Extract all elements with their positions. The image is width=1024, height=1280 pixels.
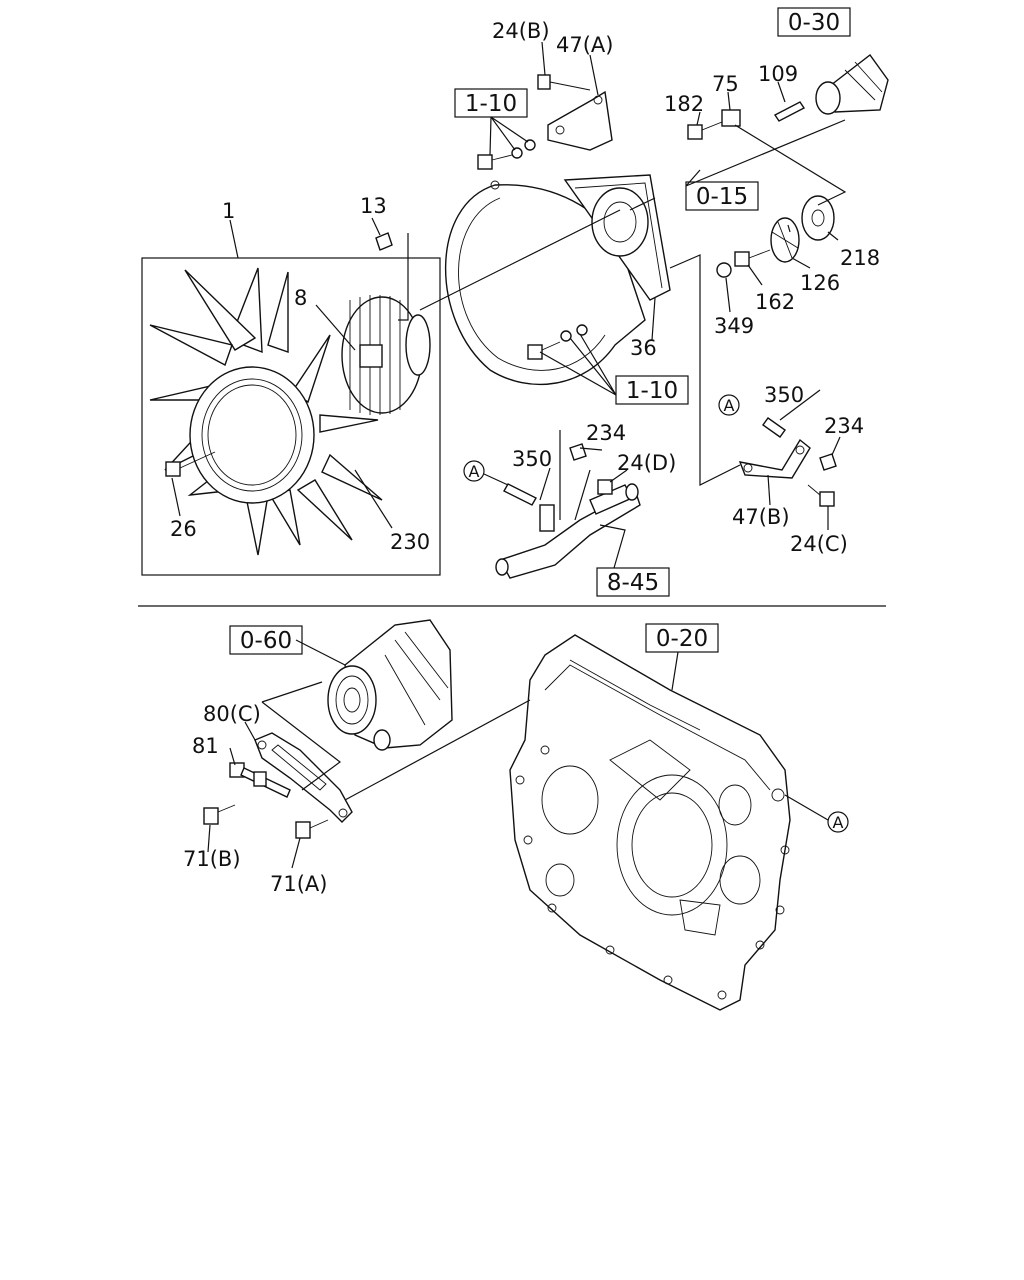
label-349: 349 — [714, 314, 754, 338]
timing-gear-case — [509, 634, 791, 1011]
bracket-47b — [738, 438, 811, 479]
idler-pulley-218 — [801, 195, 835, 241]
bolt-162 — [734, 251, 750, 267]
ref-8-45-text: 8-45 — [607, 570, 659, 596]
tensioner-pulley-126 — [770, 217, 800, 263]
label-71b: 71(B) — [183, 847, 241, 871]
label-1: 1 — [222, 199, 235, 223]
bolt-81 — [229, 762, 291, 798]
marker-a-right: A — [718, 394, 740, 416]
bolt-26 — [165, 451, 216, 477]
bolt-24d — [597, 479, 613, 495]
label-81: 81 — [192, 734, 219, 758]
marker-a-mid: A — [463, 460, 509, 486]
label-24d: 24(D) — [617, 451, 676, 475]
label-71a: 71(A) — [270, 872, 327, 896]
water-pump — [815, 54, 889, 115]
fan-pulley — [591, 187, 649, 257]
bolt-71b — [203, 804, 236, 825]
label-80c: 80(C) — [203, 702, 261, 726]
label-109: 109 — [758, 62, 798, 86]
ref-0-20-text: 0-20 — [656, 626, 708, 652]
label-8: 8 — [294, 286, 307, 310]
stud-350-mid — [503, 483, 537, 506]
leader-lines-upper — [171, 41, 847, 569]
cooling-fan — [149, 267, 383, 556]
marker-a-lower: A — [827, 811, 849, 833]
bracket-47a — [547, 90, 613, 151]
label-13: 13 — [360, 194, 387, 218]
bolts-top — [477, 139, 536, 170]
fan-clutch — [341, 295, 431, 415]
spacer-75 — [721, 109, 741, 127]
label-182: 182 — [664, 92, 704, 116]
label-234-right: 234 — [824, 414, 864, 438]
stud-109 — [773, 101, 806, 122]
bolt-24c — [819, 491, 835, 507]
label-218: 218 — [840, 246, 880, 270]
ref-box-0-60: 0-60 — [229, 625, 303, 655]
label-350-mid: 350 — [512, 447, 552, 471]
ref-box-1-10-mid: 1-10 — [615, 375, 689, 405]
leader-lines-lower — [207, 639, 829, 869]
water-pipe-8-45 — [495, 483, 641, 579]
nut-234-mid — [569, 443, 587, 461]
ref-box-0-20: 0-20 — [645, 623, 719, 653]
adjusting-plate-80c — [254, 732, 353, 823]
label-162: 162 — [755, 290, 795, 314]
nut-234-right — [819, 453, 837, 471]
bolt-24b — [537, 74, 591, 91]
bolt-71a — [295, 819, 329, 839]
fan-assembly-frame — [141, 257, 441, 576]
bolts-mid — [527, 324, 588, 360]
alternator — [327, 619, 453, 751]
washer-349 — [716, 262, 732, 278]
ref-0-30-text: 0-30 — [788, 10, 840, 36]
ref-1-10-mid-text: 1-10 — [626, 378, 678, 404]
label-47a: 47(A) — [556, 33, 613, 57]
label-26: 26 — [170, 517, 197, 541]
bolt-182 — [687, 124, 703, 140]
ref-box-0-15: 0-15 — [685, 181, 759, 211]
label-36: 36 — [630, 336, 657, 360]
label-75: 75 — [712, 72, 739, 96]
label-234-mid: 234 — [586, 421, 626, 445]
label-24c: 24(C) — [790, 532, 848, 556]
label-350-right: 350 — [764, 383, 804, 407]
ref-box-1-10-top: 1-10 — [454, 88, 528, 118]
svg-text:A: A — [833, 813, 844, 832]
label-47b: 47(B) — [732, 505, 790, 529]
label-230: 230 — [390, 530, 430, 554]
nut-13 — [375, 232, 393, 251]
label-126: 126 — [800, 271, 840, 295]
ref-0-15-text: 0-15 — [696, 184, 748, 210]
label-24b: 24(B) — [492, 19, 550, 43]
svg-text:A: A — [724, 396, 735, 415]
ref-1-10-top-text: 1-10 — [465, 91, 517, 117]
stud-350-right — [762, 417, 786, 438]
ref-0-60-text: 0-60 — [240, 628, 292, 654]
svg-text:A: A — [469, 462, 480, 481]
ref-box-0-30: 0-30 — [777, 7, 851, 37]
ref-box-8-45: 8-45 — [596, 567, 670, 597]
